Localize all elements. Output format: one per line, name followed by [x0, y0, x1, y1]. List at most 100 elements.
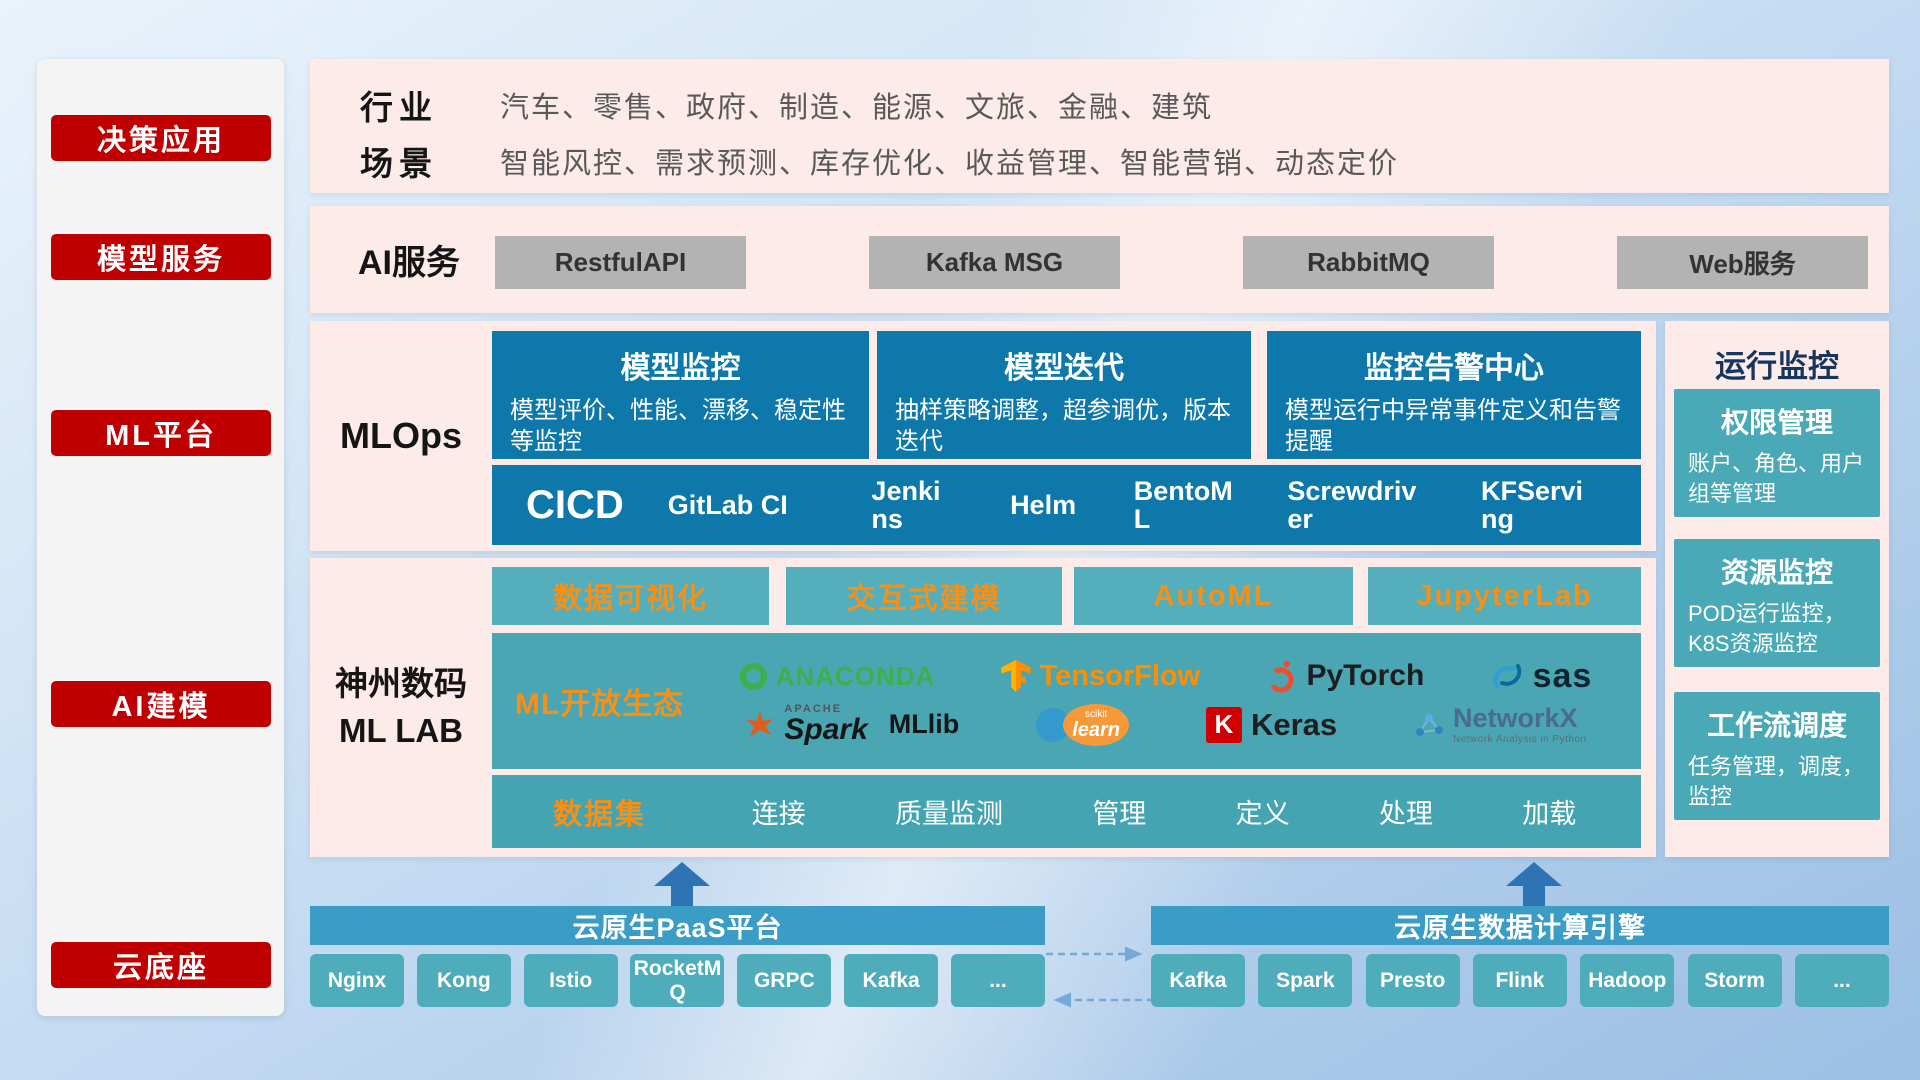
run-monitoring-panel: 运行监控 权限管理 账户、角色、用户组等管理 资源监控 POD运行监控，K8S资… — [1665, 321, 1889, 857]
spark-text-stack: APACHE Spark — [784, 704, 867, 745]
service-web: Web服务 — [1617, 236, 1868, 289]
cicd-item-screwdriver: Screwdriver — [1287, 475, 1417, 534]
card-resource-monitoring: 资源监控 POD运行监控，K8S资源监控 — [1674, 539, 1880, 667]
learn-label: learn — [1072, 718, 1121, 741]
networkx-logo: NetworkX Network Analysis in Python — [1414, 703, 1587, 745]
ecosystem-row-1: ANACONDA TensorFlow — [707, 657, 1625, 696]
dataset-item-load: 加载 — [1522, 799, 1577, 829]
cicd-item-bentoml: BentoML — [1133, 475, 1233, 534]
scenario-value: 智能风控、需求预测、库存优化、收益管理、智能营销、动态定价 — [500, 148, 1400, 180]
scenario-label: 场景 — [360, 145, 438, 182]
tensorflow-label: TensorFlow — [1039, 659, 1201, 692]
ml-ecosystem-logos: ANACONDA TensorFlow — [707, 657, 1641, 746]
anaconda-icon — [739, 662, 767, 690]
dashed-arrows — [1046, 946, 1154, 1008]
card-title: 资源监控 — [1720, 557, 1833, 588]
card-title: 权限管理 — [1720, 407, 1833, 438]
tensorflow-icon — [1000, 660, 1031, 692]
mllib-label: MLlib — [888, 709, 960, 739]
sidebar: 决策应用 模型服务 ML平台 AI建模 云底座 — [37, 59, 284, 1016]
mlops-panel: MLOps 模型监控 模型评价、性能、漂移、稳定性等监控 模型迭代 抽样策略调整… — [310, 321, 1656, 551]
keras-logo: K Keras — [1205, 706, 1338, 743]
pytorch-label: PyTorch — [1306, 659, 1425, 692]
card-title: 监控告警中心 — [1364, 352, 1544, 385]
tool-jupyterlab: JupyterLab — [1368, 567, 1641, 625]
arrow-head — [654, 862, 710, 886]
keras-label: Keras — [1250, 706, 1338, 742]
paas-grpc: GRPC — [737, 954, 832, 1007]
sidebar-item-ai-modeling: AI建模 — [51, 681, 271, 727]
mllab-label-line2: ML LAB — [338, 711, 464, 749]
ai-service-label: AI服务 — [358, 244, 460, 282]
engine-spark: Spark — [1258, 954, 1353, 1007]
ml-ecosystem-label: ML开放生态 — [514, 688, 685, 721]
apache-label: APACHE — [784, 703, 843, 715]
sidebar-item-decision-app: 决策应用 — [51, 115, 271, 161]
sas-label: sas — [1532, 656, 1593, 695]
paas-bar: 云原生PaaS平台 — [310, 906, 1045, 945]
dataset-item-connect: 连接 — [751, 799, 806, 829]
tool-automl: AutoML — [1074, 567, 1353, 625]
sas-logo: sas — [1490, 657, 1593, 696]
card-title: 模型迭代 — [1004, 352, 1124, 385]
sidebar-item-model-service: 模型服务 — [51, 234, 271, 280]
cicd-item-helm: Helm — [1010, 489, 1077, 520]
up-arrow-right — [1506, 862, 1562, 906]
mlops-label: MLOps — [340, 415, 462, 456]
dataset-bar: 数据集 连接 质量监测 管理 定义 处理 加载 — [492, 775, 1641, 848]
card-title: 工作流调度 — [1706, 710, 1847, 741]
industry-row: 行业 汽车、零售、政府、制造、能源、文旅、金融、建筑 — [360, 81, 1859, 129]
ai-service-panel: AI服务 RestfulAPI Kafka MSG RabbitMQ Web服务 — [310, 206, 1889, 313]
tool-interactive-modeling: 交互式建模 — [786, 567, 1062, 625]
engine-storm: Storm — [1687, 954, 1782, 1007]
paas-rocketmq: RocketMQ — [630, 954, 725, 1007]
service-rabbitmq: RabbitMQ — [1243, 236, 1494, 289]
card-model-monitoring: 模型监控 模型评价、性能、漂移、稳定性等监控 — [492, 331, 869, 459]
engine-hadoop: Hadoop — [1580, 954, 1675, 1007]
cicd-items: GitLab CI Jenkins Helm BentoML Screwdriv… — [668, 477, 1641, 534]
sidebar-item-ml-platform: ML平台 — [51, 410, 271, 456]
spark-label: Spark — [784, 713, 868, 746]
scikit-label: scikit — [1084, 708, 1108, 720]
engine-presto: Presto — [1365, 954, 1460, 1007]
engine-more: ... — [1794, 954, 1889, 1007]
run-monitoring-title: 运行监控 — [1715, 349, 1839, 384]
industry-panel: 行业 汽车、零售、政府、制造、能源、文旅、金融、建筑 场景 智能风控、需求预测、… — [310, 59, 1889, 193]
arrow-stem — [671, 886, 693, 906]
networkx-icon — [1415, 713, 1443, 736]
card-desc: 模型运行中异常事件定义和告警提醒 — [1285, 397, 1621, 456]
card-workflow-scheduling: 工作流调度 任务管理，调度，监控 — [1674, 692, 1880, 820]
mllab-panel: 神州数码 ML LAB 数据可视化 交互式建模 AutoML JupyterLa… — [310, 558, 1656, 857]
sidebar-item-label: 模型服务 — [96, 244, 225, 276]
cicd-item-jenkins: Jenkins — [871, 475, 941, 534]
data-engine-bar: 云原生数据计算引擎 — [1151, 906, 1889, 945]
scikit-learn-logo: scikit learn — [1036, 703, 1130, 746]
paas-kong: Kong — [416, 954, 511, 1007]
paas-more: ... — [950, 954, 1045, 1007]
networkx-text-stack: NetworkX Network Analysis in Python — [1452, 703, 1587, 744]
tool-data-visualization: 数据可视化 — [492, 567, 769, 625]
sidebar-item-cloud-base: 云底座 — [51, 942, 271, 988]
paas-buttons: Nginx Kong Istio RocketMQ GRPC Kafka ... — [310, 954, 1045, 1007]
pytorch-logo: PyTorch — [1265, 658, 1424, 694]
card-desc: 模型评价、性能、漂移、稳定性等监控 — [510, 397, 846, 456]
keras-icon: K — [1205, 706, 1242, 743]
cicd-item-gitlab: GitLab CI — [667, 489, 788, 520]
pytorch-icon — [1268, 660, 1294, 693]
card-desc: 账户、角色、用户组等管理 — [1688, 451, 1865, 506]
data-engine-buttons: Kafka Spark Presto Flink Hadoop Storm ..… — [1151, 954, 1889, 1007]
spark-mllib-logo: APACHE Spark MLlib — [745, 704, 959, 745]
sidebar-item-label: 云底座 — [112, 952, 209, 984]
tensorflow-logo: TensorFlow — [1000, 659, 1201, 693]
cicd-item-kfserving: KFServing — [1480, 475, 1584, 534]
scikit-learn-badge: scikit learn — [1063, 703, 1130, 746]
networkx-label: NetworkX — [1452, 703, 1578, 734]
sidebar-item-label: 决策应用 — [96, 125, 225, 157]
dataset-item-define: 定义 — [1235, 799, 1290, 829]
card-permission-mgmt: 权限管理 账户、角色、用户组等管理 — [1674, 389, 1880, 517]
sidebar-item-label: AI建模 — [111, 691, 211, 723]
dataset-item-manage: 管理 — [1092, 799, 1147, 829]
anaconda-label: ANACONDA — [775, 660, 936, 691]
cicd-bar: CICD GitLab CI Jenkins Helm BentoML Scre… — [492, 465, 1641, 545]
